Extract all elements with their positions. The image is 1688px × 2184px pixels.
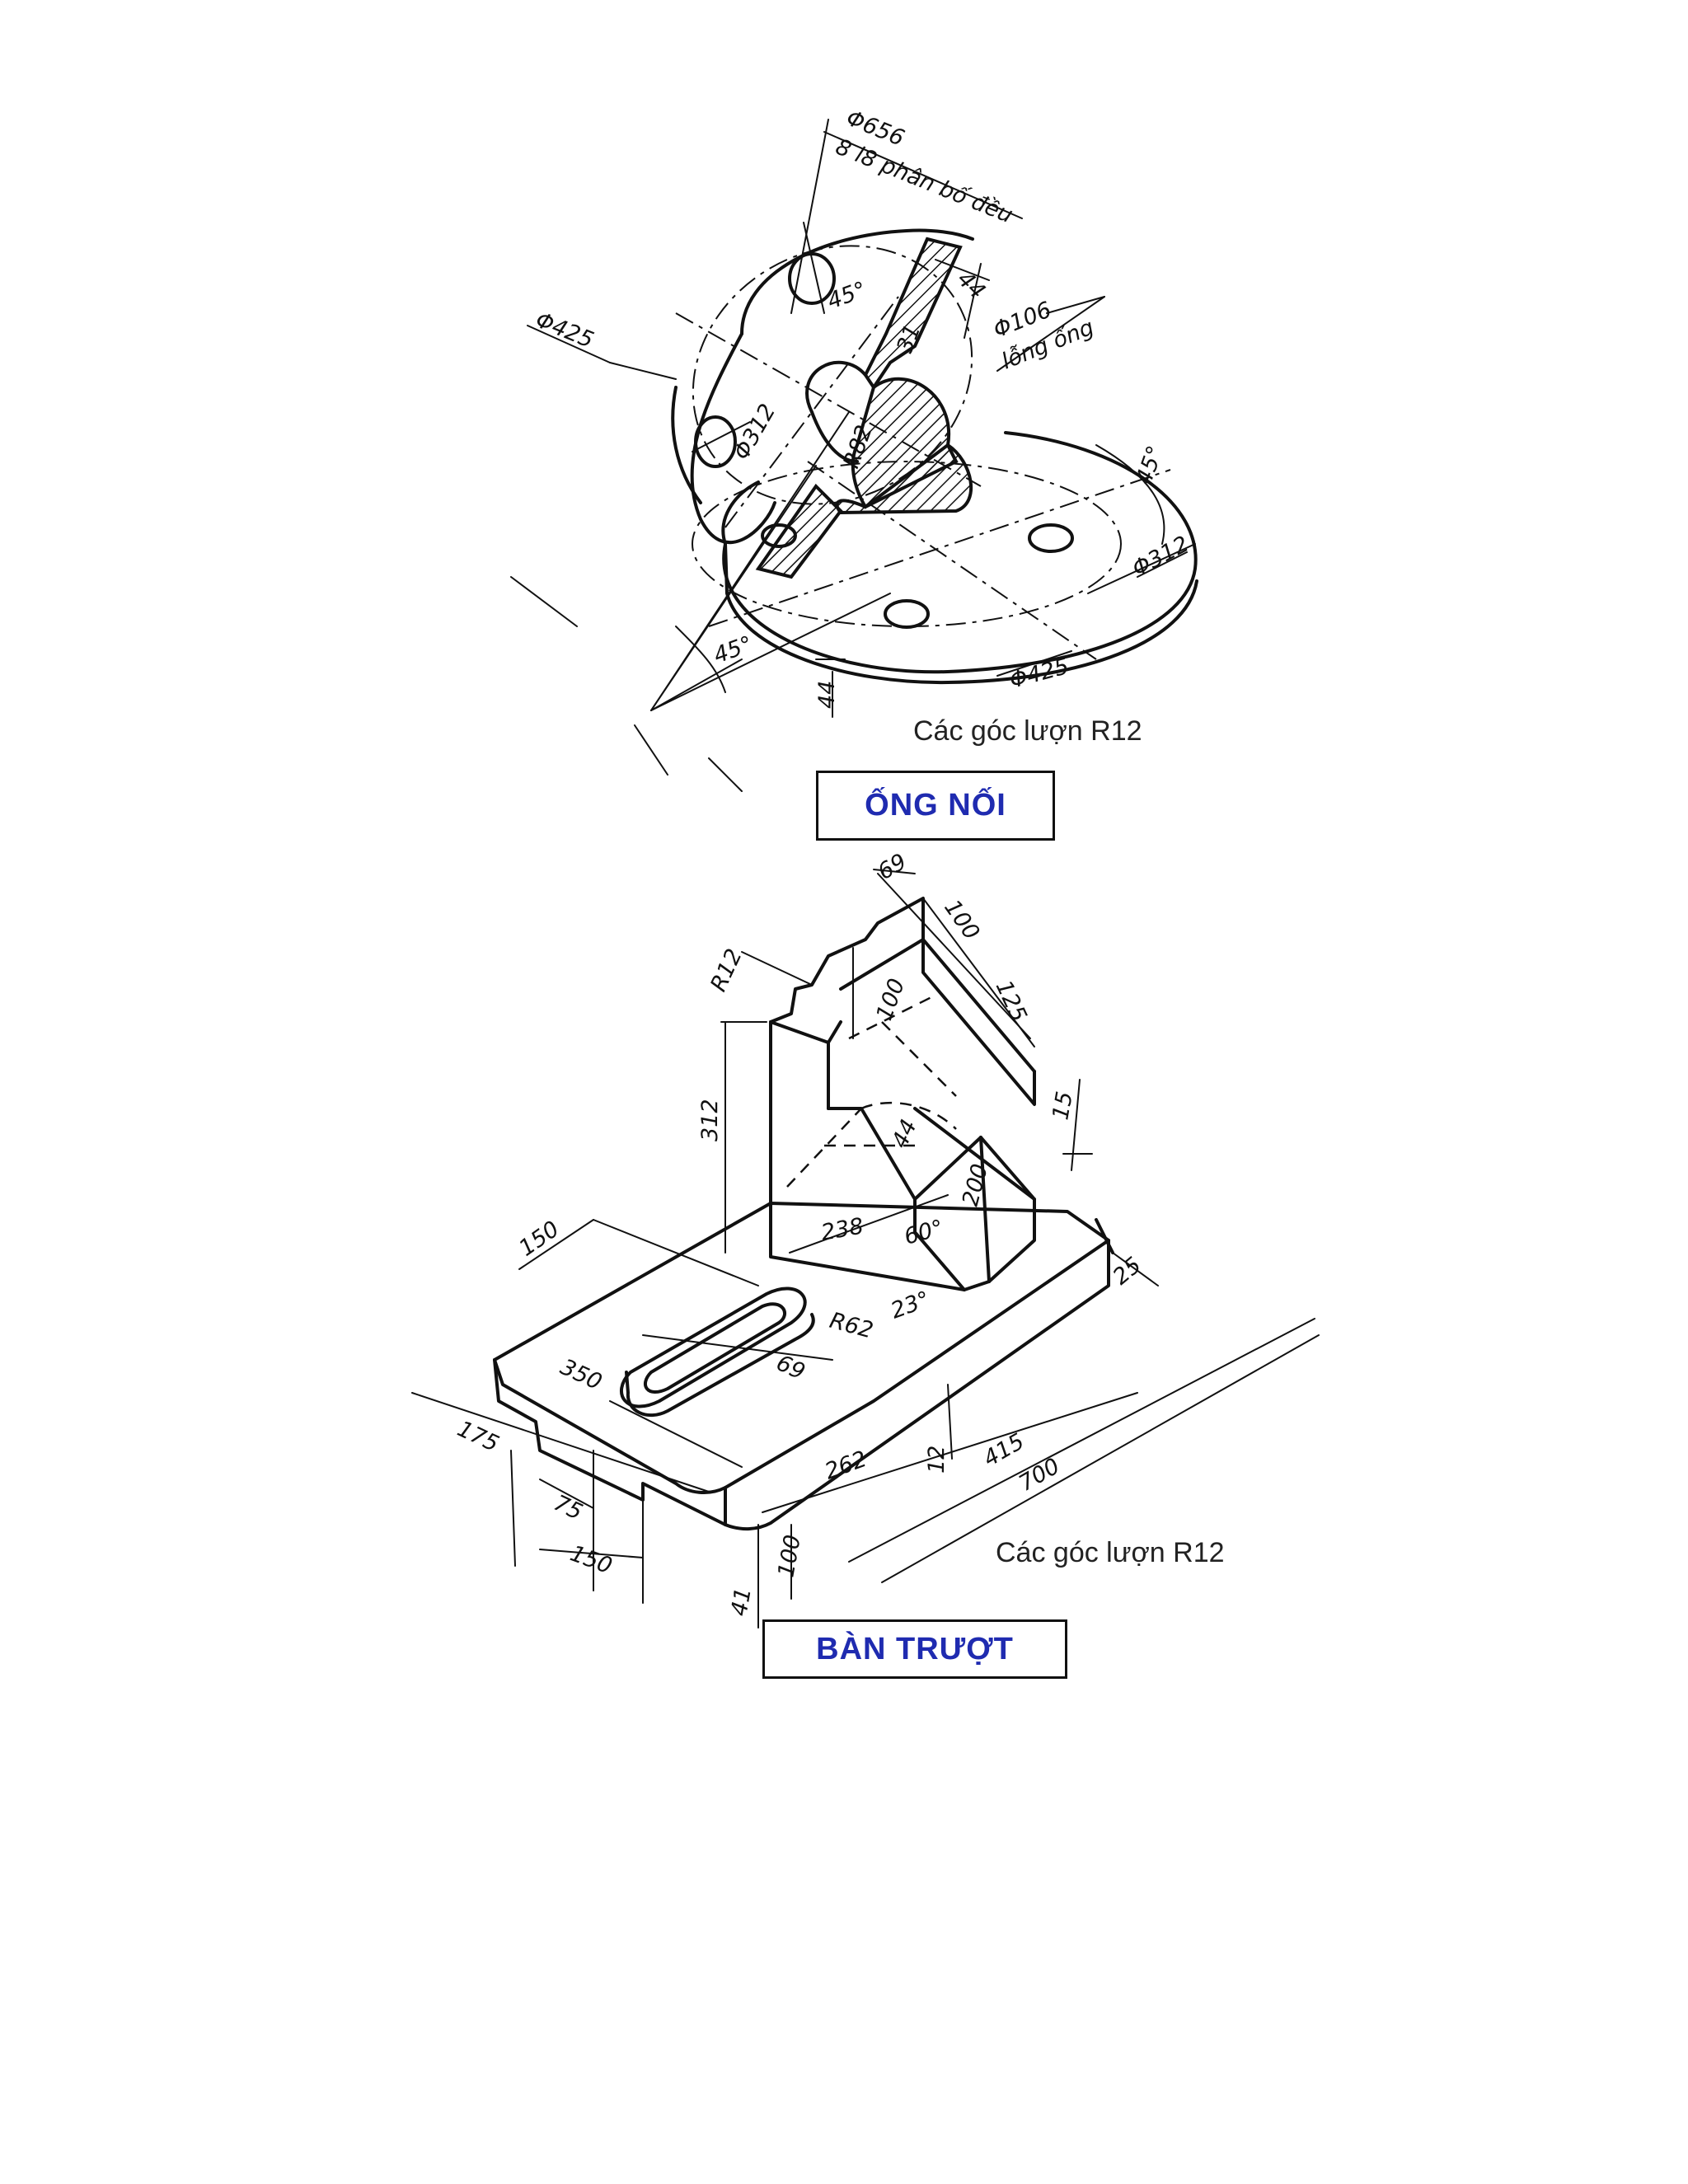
dim-100-bottom: 100 (773, 1533, 805, 1579)
dim-69-top: 69 (874, 849, 911, 885)
dim-60-deg: 60° (902, 1215, 946, 1249)
dim-12: 12 (924, 1446, 950, 1474)
dim-holes: 8 l8 phân bố đều (832, 134, 1016, 228)
dim-700: 700 (1015, 1453, 1064, 1497)
dim-75: 75 (550, 1490, 586, 1526)
dim-312: 312 (697, 1099, 723, 1141)
dim-44-bottom: 44 (814, 681, 840, 709)
dim-41: 41 (726, 1586, 756, 1618)
dim-44-top: 44 (952, 266, 990, 304)
dim-d425-left: Φ425 (532, 307, 597, 354)
dim-d312-right: Φ312 (1128, 532, 1193, 583)
dim-45-top: 45° (824, 277, 870, 314)
dim-150-top: 150 (514, 1216, 564, 1262)
dim-175: 175 (453, 1416, 503, 1457)
dim-d425-bottom: Φ425 (1007, 654, 1071, 694)
dim-238: 238 (819, 1213, 865, 1245)
dim-100-middle: 100 (871, 975, 910, 1024)
dim-23-deg: 23° (888, 1286, 934, 1324)
dim-150-bottom: 150 (567, 1540, 616, 1579)
fillet-note-2: Các góc lượn R12 (996, 1537, 1225, 1568)
fillet-note-1: Các góc lượn R12 (913, 715, 1142, 747)
dim-45-right: 45° (1131, 443, 1168, 489)
dim-15: 15 (1048, 1090, 1077, 1122)
ban-truot-drawing: 69 100 R12 100 125 312 15 44 200 238 60°… (411, 849, 1320, 1629)
dim-100-top: 100 (939, 895, 984, 944)
dim-200: 200 (958, 1161, 993, 1209)
dim-d312-left: Φ312 (729, 400, 781, 465)
dim-r12: R12 (706, 945, 748, 996)
ong-noi-drawing: Φ656 8 l8 phân bố đều 44 45° 31 Φ106 lỗn… (510, 105, 1198, 792)
dim-r62: R62 (827, 1308, 875, 1344)
dim-350: 350 (556, 1354, 606, 1395)
title-ban-truot-box: BÀN TRƯỢT (762, 1619, 1067, 1679)
title-ong-noi-box: ỐNG NỐI (816, 771, 1055, 841)
dim-262: 262 (822, 1446, 870, 1485)
title-ban-truot: BÀN TRƯỢT (816, 1631, 1014, 1666)
dim-44: 44 (887, 1116, 922, 1152)
dim-25: 25 (1109, 1253, 1146, 1291)
title-ong-noi: ỐNG NỐI (865, 788, 1006, 823)
dim-415: 415 (979, 1428, 1029, 1472)
